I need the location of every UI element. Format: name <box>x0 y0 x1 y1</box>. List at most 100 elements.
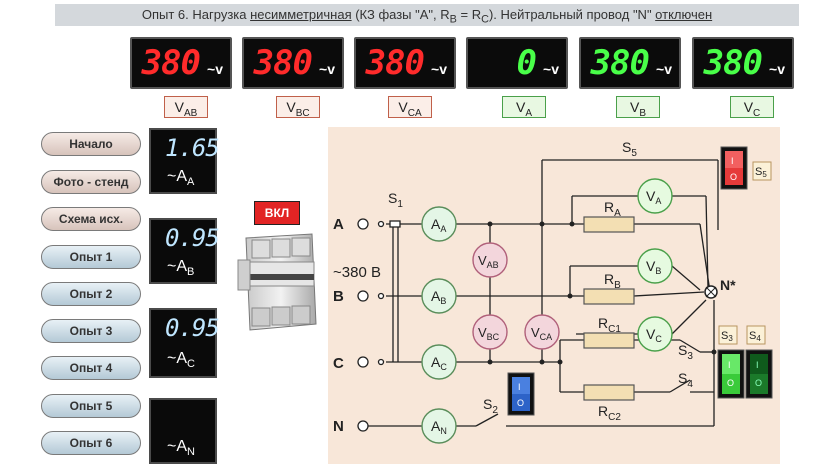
ammeter-display-c: 0.95 ~AC <box>149 308 220 378</box>
voltmeter-vab-icon <box>472 242 508 278</box>
voltage-unit: ~v <box>769 61 785 77</box>
current-value: 0.95 <box>165 314 220 342</box>
svg-text:O: O <box>517 398 524 408</box>
voltmeter-vc-icon <box>637 316 673 352</box>
voltmeter-display-vab: 380 ~v <box>130 37 232 89</box>
svg-text:I: I <box>728 360 731 370</box>
svg-text:I: I <box>731 156 734 166</box>
meter-va-label: VA <box>646 188 661 206</box>
voltage-value: 380 <box>141 43 201 83</box>
ammeter-display-n: ~AN <box>149 398 217 464</box>
phase-n-label: N <box>333 418 344 435</box>
phase-a-label: A <box>333 216 344 233</box>
current-unit: ~AN <box>167 438 195 459</box>
experiment-title: Опыт 6. Нагрузка несимметричная (КЗ фазы… <box>55 4 799 26</box>
s4-tag: S4 <box>749 330 761 343</box>
voltmeter-va-icon <box>637 178 673 214</box>
s1-label: S1 <box>388 190 403 210</box>
resistor-rc2 <box>583 384 635 401</box>
voltmeter-label-vab: VAB <box>164 96 208 119</box>
meter-vab-label: VAB <box>478 253 499 270</box>
phase-b-label: B <box>333 288 344 305</box>
button-original-scheme[interactable]: Схема исх. <box>41 207 141 231</box>
meter-vc-label: VC <box>646 326 662 344</box>
button-experiment-5[interactable]: Опыт 5 <box>41 394 141 418</box>
voltmeter-display-va: 0 ~v <box>466 37 568 89</box>
meter-vbc-label: VBC <box>478 325 500 342</box>
svg-text:I: I <box>518 382 521 392</box>
voltmeter-display-vb: 380 ~v <box>579 37 681 89</box>
voltage-unit: ~v <box>543 61 559 77</box>
current-unit: ~AA <box>167 168 195 189</box>
button-experiment-4[interactable]: Опыт 4 <box>41 356 141 380</box>
ra-label: RA <box>604 199 621 219</box>
rb-label: RB <box>604 271 621 291</box>
meter-vca-label: VCA <box>531 325 552 342</box>
voltmeter-display-vca: 380 ~v <box>354 37 456 89</box>
toggle-switch-s2[interactable]: I O <box>507 372 535 416</box>
toggle-switch-s5[interactable]: I O <box>720 146 748 190</box>
ammeter-aa-icon <box>421 206 457 242</box>
ammeter-display-b: 0.95 ~AB <box>149 218 220 284</box>
rc2-label: RC2 <box>598 403 621 423</box>
ammeter-ab-icon <box>421 278 457 314</box>
s2-label: S2 <box>483 396 498 416</box>
voltage-unit: ~v <box>431 61 447 77</box>
phase-c-label: C <box>333 355 344 372</box>
s4-label: S4 <box>678 370 693 390</box>
resistor-ra <box>583 216 635 233</box>
breaker-on-button[interactable]: ВКЛ <box>254 201 300 225</box>
s5-tag: S5 <box>755 166 767 179</box>
svg-text:O: O <box>755 378 762 388</box>
ammeter-an-icon <box>421 408 457 444</box>
voltage-value: 380 <box>365 43 425 83</box>
current-value: 1.65 <box>165 134 220 162</box>
meter-ac-label: AC <box>431 354 447 372</box>
svg-text:O: O <box>727 378 734 388</box>
current-value: 0.95 <box>165 224 220 252</box>
s5-label: S5 <box>622 139 637 159</box>
rc1-label: RC1 <box>598 315 621 335</box>
svg-text:I: I <box>756 360 759 370</box>
voltmeter-vbc-icon <box>472 314 508 350</box>
button-photo-stand[interactable]: Фото - стенд <box>41 170 141 194</box>
voltage-value: 380 <box>253 43 313 83</box>
resistor-rc1 <box>583 332 635 349</box>
voltmeter-label-vb: VB <box>616 96 660 119</box>
current-unit: ~AC <box>167 350 195 371</box>
button-experiment-2[interactable]: Опыт 2 <box>41 282 141 306</box>
ammeter-display-a: 1.65 ~AA <box>149 128 220 194</box>
toggle-switch-s3[interactable]: I O <box>717 349 745 399</box>
voltage-unit: ~v <box>207 61 223 77</box>
supply-voltage-label: ~380 В <box>333 264 381 281</box>
meter-an-label: AN <box>431 418 447 436</box>
voltage-value: 380 <box>703 43 763 83</box>
voltmeter-display-vbc: 380 ~v <box>242 37 344 89</box>
resistor-rb <box>583 288 635 305</box>
toggle-switch-s4[interactable]: I O <box>745 349 773 399</box>
voltage-unit: ~v <box>656 61 672 77</box>
neutral-point-label: N* <box>720 277 736 293</box>
s3-label: S3 <box>678 342 693 362</box>
voltage-value: 0 <box>516 43 538 83</box>
meter-aa-label: AA <box>431 216 446 234</box>
meter-vb-label: VB <box>646 258 661 276</box>
button-experiment-3[interactable]: Опыт 3 <box>41 319 141 343</box>
voltmeter-label-va: VA <box>502 96 546 119</box>
button-start[interactable]: Начало <box>41 132 141 156</box>
circuit-breaker-image[interactable] <box>232 230 320 332</box>
s3-tag: S3 <box>721 330 733 343</box>
button-experiment-6[interactable]: Опыт 6 <box>41 431 141 455</box>
voltmeter-label-vbc: VBC <box>276 96 320 119</box>
svg-text:O: O <box>730 172 737 182</box>
voltmeter-vca-icon <box>524 314 560 350</box>
voltage-unit: ~v <box>319 61 335 77</box>
ammeter-ac-icon <box>421 344 457 380</box>
voltmeter-display-vc: 380 ~v <box>692 37 794 89</box>
meter-ab-label: AB <box>431 288 446 306</box>
voltmeter-vb-icon <box>637 248 673 284</box>
current-unit: ~AB <box>167 258 195 279</box>
voltage-value: 380 <box>590 43 650 83</box>
button-experiment-1[interactable]: Опыт 1 <box>41 245 141 269</box>
